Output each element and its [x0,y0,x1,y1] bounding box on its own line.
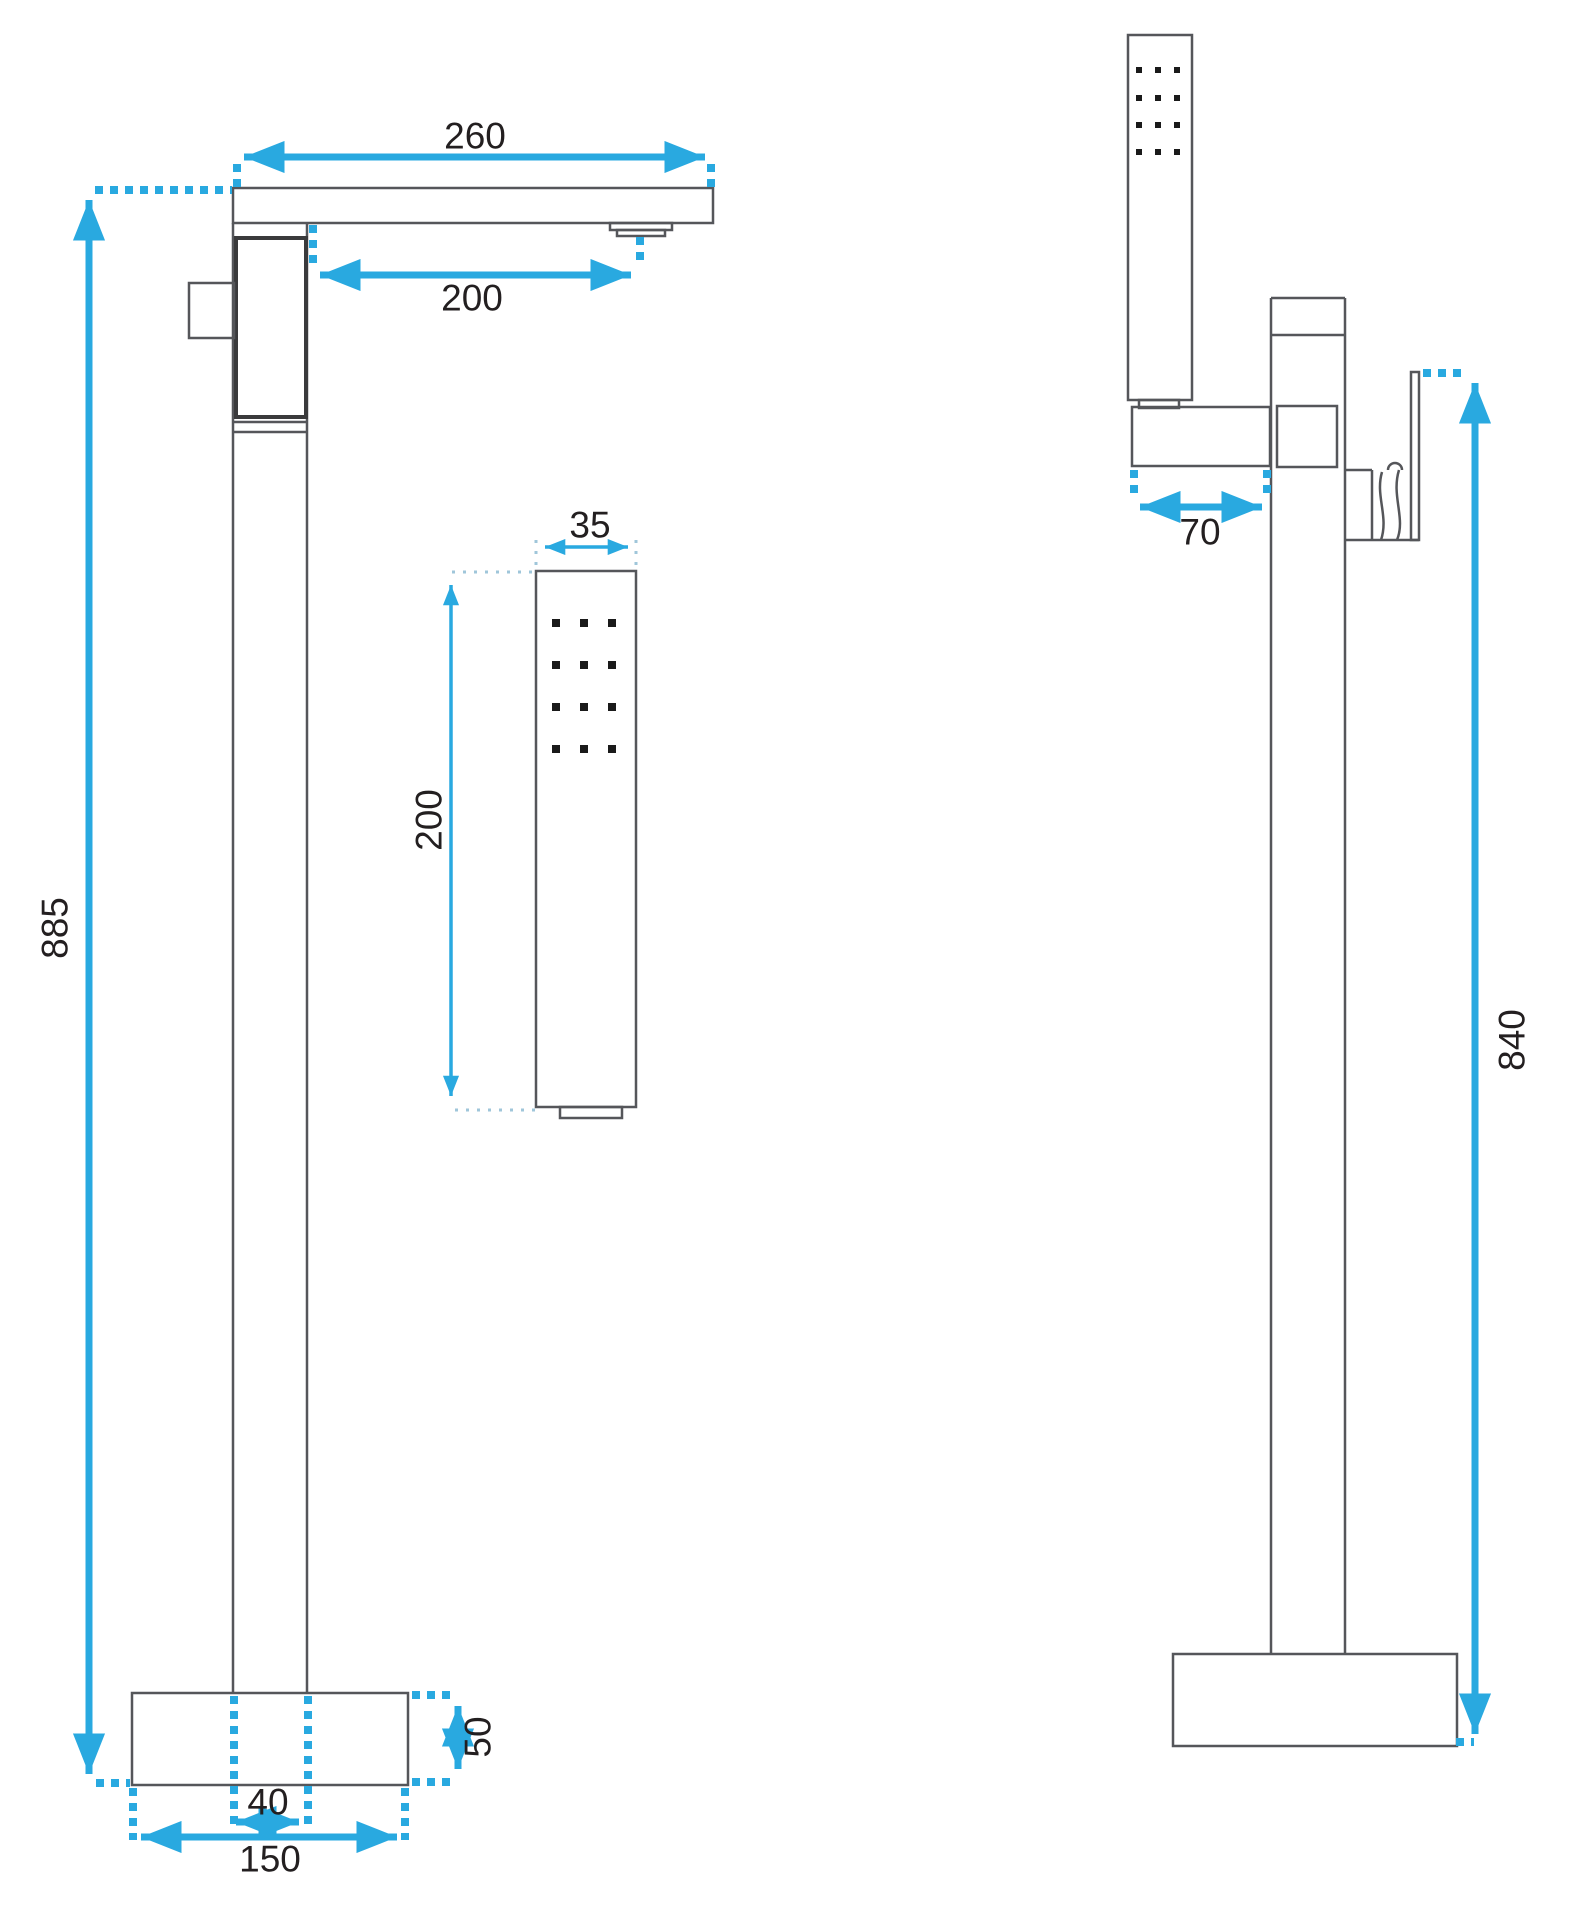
front-view-outline [130,186,715,1787]
projection-dashed-lines [95,164,1474,1840]
spout-bar [231,186,715,225]
label-handshower-length: 200 [409,789,450,851]
cartridge-housing [234,236,308,419]
shower-holder-bracket [1130,405,1272,468]
dimension-arrows-thick [72,140,1492,1854]
front-base-plate [130,1691,410,1787]
label-base-width: 150 [239,1839,301,1880]
aerator-tip [615,228,667,238]
handle-block [187,281,236,340]
guide-dotted-lines [452,540,638,1112]
handshower-body [534,569,638,1109]
label-riser-width: 40 [247,1782,288,1823]
label-column-height: 840 [1492,1009,1533,1071]
handshower-front-spray-holes [552,619,616,753]
side-view-outline [1126,33,1459,1748]
dimension-arrows-thin [442,538,628,1096]
label-total-height: 885 [35,897,76,959]
label-holder-depth: 70 [1179,512,1220,553]
outlet-curve-front [1378,471,1385,541]
lever-pivot-dome [1386,461,1404,471]
label-handshower-width: 35 [569,505,610,546]
dimension-labels: 260 200 885 35 200 50 40 150 70 840 [35,116,1533,1880]
side-handshower-spray-holes [1136,67,1180,155]
label-aerator-reach: 200 [441,278,503,319]
label-spout-length: 260 [444,116,506,157]
label-base-thickness: 50 [458,1716,499,1757]
handshower-front-outline [534,569,638,1120]
side-base-plate [1171,1652,1459,1748]
lever-handle-blade [1409,370,1421,542]
handshower-nozzle-tip [558,1105,624,1120]
side-column-square-boss [1275,404,1339,469]
outlet-curve-back [1395,469,1402,541]
side-handshower-body [1126,33,1194,402]
